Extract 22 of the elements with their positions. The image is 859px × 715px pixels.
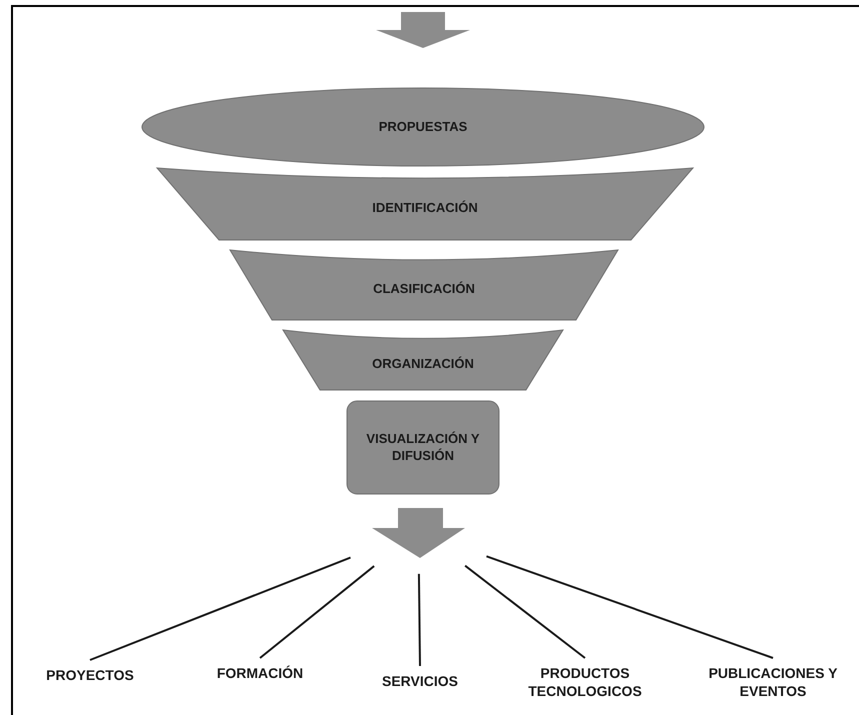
connector-line	[464, 564, 586, 659]
stage-label: IDENTIFICACIÓN	[372, 200, 478, 216]
output-text: SERVICIOS	[382, 672, 458, 690]
output-text: PUBLICACIONES Y EVENTOS	[708, 664, 838, 700]
stage-label: CLASIFICACIÓN	[373, 280, 475, 298]
process-box	[346, 400, 500, 495]
connector-line	[486, 555, 774, 659]
output-text: FORMACIÓN	[216, 664, 304, 682]
block-arrow	[376, 12, 470, 48]
funnel-stage	[230, 250, 618, 320]
connector-line	[418, 574, 421, 666]
connector-line	[90, 556, 351, 661]
funnel-stage	[157, 168, 693, 240]
block-arrow	[372, 508, 465, 558]
output-text: PRODUCTOS TECNOLOGICOS	[527, 664, 643, 700]
stage-label: ORGANIZACIÓN	[372, 356, 474, 372]
stage-label: VISUALIZACIÓN Y DIFUSIÓN	[365, 430, 481, 464]
funnel-stage	[283, 330, 563, 390]
stage-label: PROPUESTAS	[378, 118, 468, 136]
funnel-top-ellipse	[141, 87, 705, 167]
output-text: PROYECTOS	[46, 666, 134, 684]
connector-line	[259, 565, 375, 659]
